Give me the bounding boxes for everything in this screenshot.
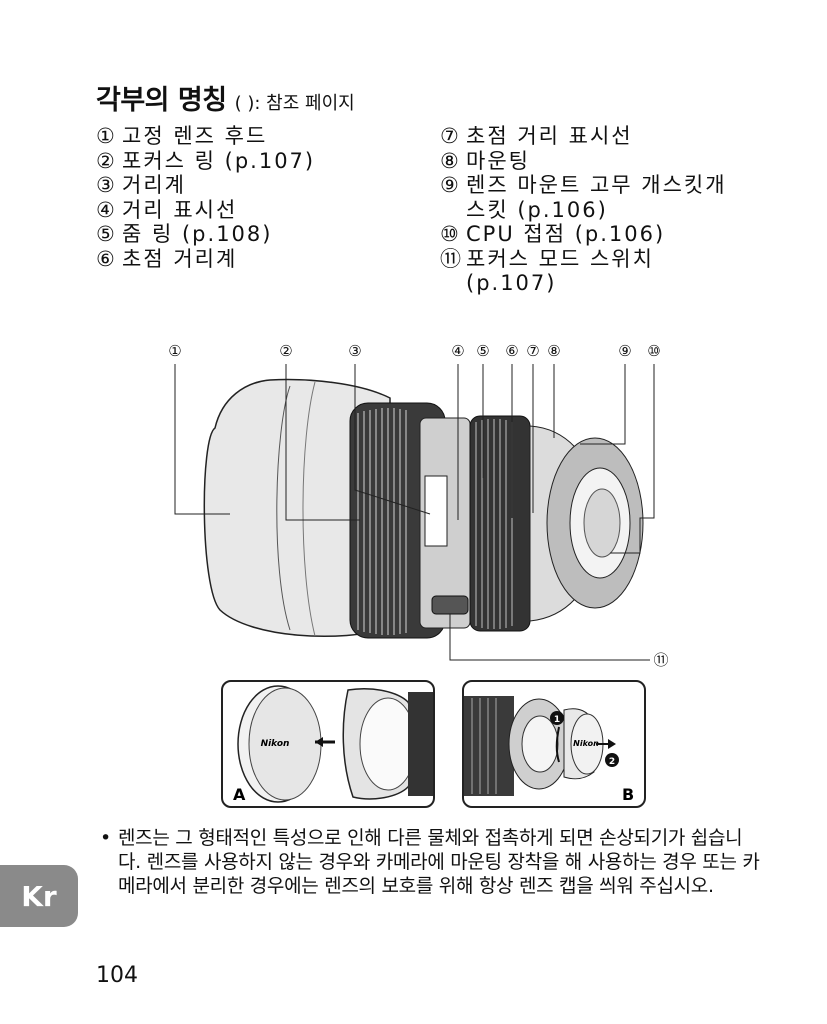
brand-logo: Nikon [573, 739, 599, 748]
callout-5: ⑤ [476, 342, 489, 360]
inset-a: Nikon A [221, 680, 435, 808]
list-item-continuation: (p.107) [466, 271, 557, 295]
step-2-label: 2 [609, 757, 615, 767]
item-number: ⑦ [440, 124, 461, 148]
step-badge [605, 753, 619, 767]
item-number: ⑧ [440, 148, 461, 173]
inset-a-tag: A [233, 785, 246, 804]
item-label: 렌즈 마운트 고무 개스킷개 [466, 173, 727, 197]
lens-barrel [349, 402, 644, 639]
list-item-continuation: 스킷 (p.106) [466, 197, 608, 222]
callout-9: ⑨ [618, 342, 631, 360]
item-number: ⑨ [440, 173, 461, 197]
lens-diagram: ① ② ③ ④ ⑤ ⑥ ⑦ ⑧ ⑨ ⑩ ⑪ [168, 342, 668, 669]
callout-10: ⑩ [647, 342, 660, 360]
page-title: 각부의 명칭 ( ): 참조 페이지 [96, 78, 355, 117]
title-text: 각부의 명칭 [96, 85, 227, 116]
item-number: ⑥ [96, 246, 117, 271]
callout-11: ⑪ [653, 651, 668, 669]
brand-logo: Nikon [261, 739, 290, 749]
item-number: ③ [96, 173, 117, 197]
item-label: 포커스 링 (p.107) [122, 148, 316, 173]
item-number: ① [96, 124, 117, 148]
inset-b: Nikon 1 2 B [462, 680, 646, 808]
callout-6: ⑥ [505, 342, 518, 360]
callout-3: ③ [348, 342, 361, 360]
item-number: ⑪ [440, 246, 463, 271]
item-label: 고정 렌즈 후드 [122, 124, 268, 148]
note-text: 렌즈는 그 형태적인 특성으로 인해 다른 물체와 접촉하게 되면 손상되기가 … [118, 827, 760, 897]
inset-a-illustration: Nikon A [233, 685, 433, 804]
item-label: 줌 링 (p.108) [122, 222, 273, 246]
step-1-label: 1 [554, 715, 560, 725]
language-tab: Kr [0, 865, 78, 927]
bullet: • [100, 827, 112, 849]
rotate-arrow-icon [555, 726, 560, 763]
item-number: ⑤ [96, 222, 117, 246]
item-label: 거리계 [122, 173, 186, 197]
page-number: 104 [96, 963, 138, 988]
callout-1: ① [168, 342, 181, 360]
item-label: 마운팅 [466, 148, 530, 173]
lens-hood [203, 378, 391, 638]
leader-lines [174, 364, 655, 661]
item-label: 거리 표시선 [122, 197, 238, 222]
item-number: ② [96, 148, 117, 173]
callout-7: ⑦ [526, 342, 539, 360]
item-label: CPU 접점 (p.106) [466, 222, 666, 246]
callout-2: ② [279, 342, 292, 360]
item-label: 초점 거리 표시선 [466, 124, 633, 148]
inset-b-illustration: Nikon 1 2 B [464, 696, 634, 804]
callout-8: ⑧ [547, 342, 560, 360]
item-label: 포커스 모드 스위치 [466, 246, 654, 271]
caution-note: • 렌즈는 그 형태적인 특성으로 인해 다른 물체와 접촉하게 되면 손상되기… [100, 826, 760, 898]
title-subtitle: ( ): 참조 페이지 [234, 93, 355, 114]
item-label: 초점 거리계 [122, 246, 238, 271]
arrow-head [315, 737, 323, 747]
item-number: ⑩ [440, 222, 461, 246]
item-number: ④ [96, 197, 117, 222]
inset-b-tag: B [622, 785, 634, 804]
callout-4: ④ [451, 342, 464, 360]
step-badge [550, 711, 564, 725]
